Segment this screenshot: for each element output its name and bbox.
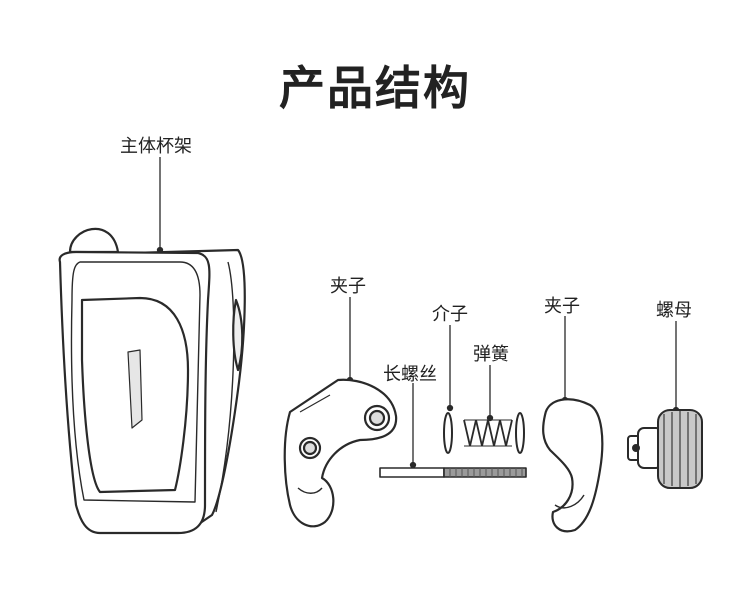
label-left-clamp: 夹子 bbox=[330, 276, 366, 297]
label-main-holder: 主体杯架 bbox=[120, 136, 192, 157]
left-clamp-drawing bbox=[283, 378, 398, 528]
nut-drawing bbox=[627, 409, 703, 489]
label-spacer: 介子 bbox=[432, 304, 468, 325]
label-right-clamp: 夹子 bbox=[544, 296, 580, 317]
main-holder-drawing bbox=[58, 227, 246, 535]
label-nut: 螺母 bbox=[656, 300, 692, 321]
spacer-drawing bbox=[443, 412, 525, 454]
label-spring: 弹簧 bbox=[473, 344, 509, 365]
long-screw-drawing bbox=[379, 467, 527, 478]
page-title: 产品结构 bbox=[279, 61, 471, 115]
spring-drawing bbox=[463, 419, 513, 447]
right-clamp-drawing bbox=[542, 398, 604, 533]
label-long-screw: 长螺丝 bbox=[383, 364, 437, 385]
